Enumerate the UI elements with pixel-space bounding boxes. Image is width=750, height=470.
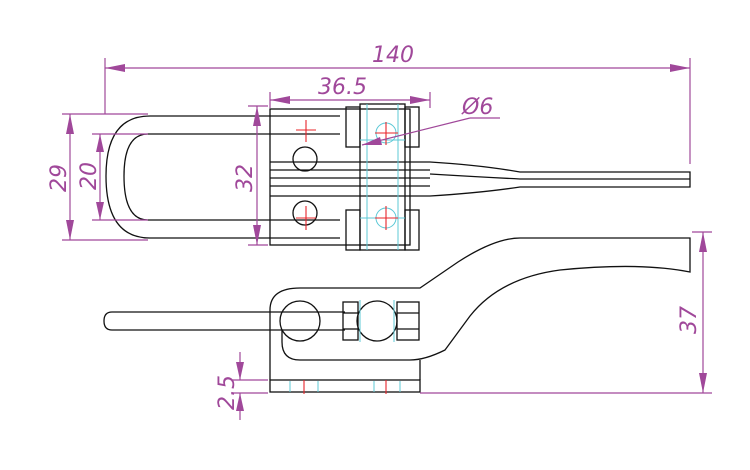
clamp-band [359,103,406,251]
pivot-side-right [356,300,398,342]
base-plate-side [269,379,421,393]
dim-handle-span: 36.5 [269,75,431,108]
dim-text-32: 32 [233,164,258,192]
dim-inner-width: 20 [77,133,148,221]
dim-text-2-5: 2.5 [215,375,240,410]
dim-overall-length: 140 [104,43,691,164]
dim-text-29: 29 [47,164,72,192]
dim-base-thickness: 2.5 [215,352,268,420]
u-loop-outer [105,115,340,239]
rod [103,311,345,331]
nut-side-right [396,301,420,341]
dim-hole-diameter: Ø6 [361,95,500,146]
u-loop-inner [123,133,340,221]
side-view [103,237,691,394]
dim-text-37: 37 [677,306,702,334]
nut-upper-left [345,106,361,148]
dim-hole-spacing: 32 [233,105,268,246]
center-marks-top [296,120,398,230]
pivot-circle-lower [292,200,318,226]
top-view [105,103,691,251]
dim-text-20: 20 [77,162,102,190]
base-plate-top [269,108,411,246]
nut-lower-right [404,209,420,251]
pivot-circle-upper [292,146,318,172]
dim-text-diameter: Ø6 [461,95,493,120]
pivot-side-left [279,300,321,342]
dim-text-36-5: 36.5 [318,75,367,100]
nut-side-left [342,301,359,341]
dim-text-140: 140 [372,43,414,68]
lever-taper-inner [429,173,690,180]
center-marks-side [303,380,387,394]
dim-side-height: 37 [420,231,712,394]
dimensions: 140 36.5 Ø6 29 [47,43,712,420]
nut-upper-right [404,106,420,148]
dim-outer-width: 29 [47,113,148,241]
nut-lower-left [345,209,361,251]
hook-body [269,237,691,380]
